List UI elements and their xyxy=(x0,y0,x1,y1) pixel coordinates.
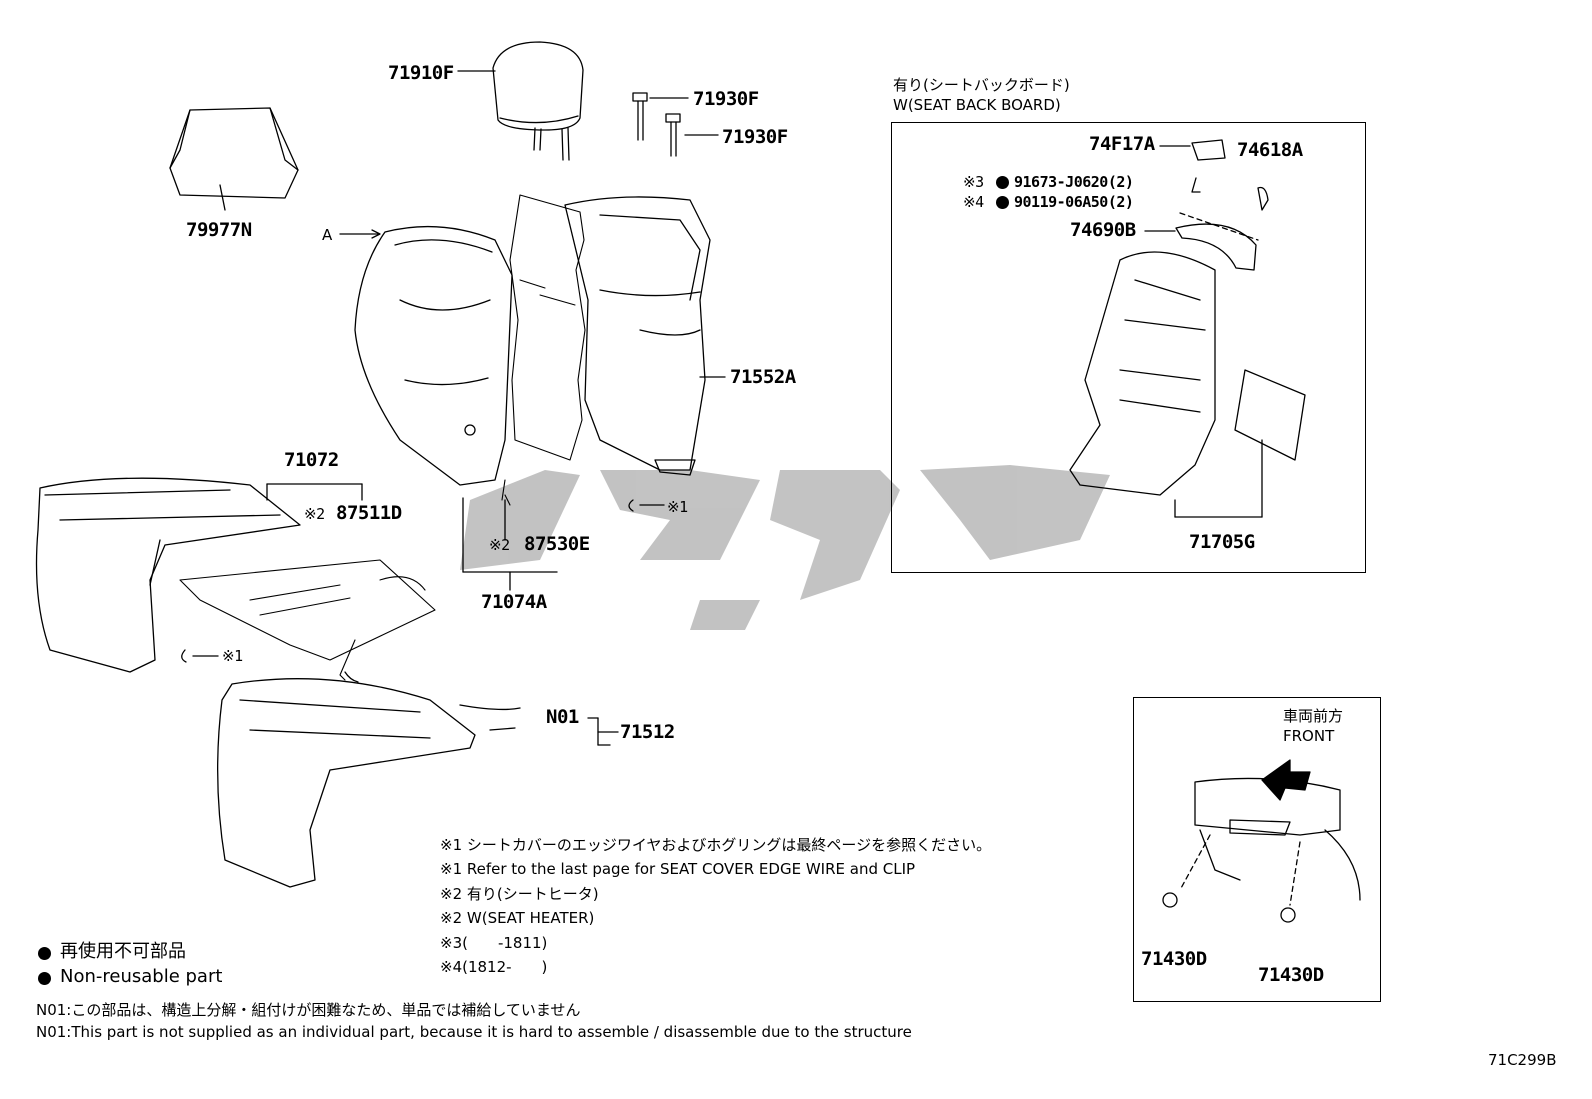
note-1-en: ※1 Refer to the last page for SEAT COVER… xyxy=(440,860,916,878)
seatback-pad-drawing xyxy=(564,196,726,476)
note-4: ※4(1812- ) xyxy=(440,958,548,976)
front-title-jp: 車両前方 xyxy=(1283,707,1344,725)
view-arrow-A: A xyxy=(322,226,333,244)
watermark-graphic xyxy=(460,465,1110,630)
ref-mark-1-back: ※1 xyxy=(667,498,688,516)
seat-cushion-cover-drawing xyxy=(35,477,363,673)
part-N01[interactable]: N01 xyxy=(546,706,579,728)
note-2-en: ※2 W(SEAT HEATER) xyxy=(440,909,595,927)
part-71930F-lower[interactable]: 71930F xyxy=(722,126,788,148)
seatback-cover-drawing xyxy=(339,225,513,486)
seatback-board-title-jp: 有り(シートバックボード) xyxy=(893,76,1070,94)
note-1-jp: ※1 シートカバーのエッジワイヤおよびホグリングは最終ページを参照ください。 xyxy=(440,836,992,854)
note-2-jp: ※2 有り(シートヒータ) xyxy=(440,885,599,903)
front-view-drawing xyxy=(1162,759,1361,923)
diagram-code: 71C299B xyxy=(1488,1051,1557,1069)
part-90119-06A50[interactable]: 90119-06A50(2) xyxy=(1014,193,1134,211)
ref-mark-4: ※4 xyxy=(963,193,984,211)
non-reusable-dot-4 xyxy=(996,196,1009,209)
part-74F17A[interactable]: 74F17A xyxy=(1089,133,1155,155)
part-71430D-left[interactable]: 71430D xyxy=(1141,948,1207,970)
bracket-lines xyxy=(462,497,558,591)
note-3: ※3( -1811) xyxy=(440,934,548,952)
front-view-box xyxy=(1133,697,1381,1002)
part-79977N[interactable]: 79977N xyxy=(186,219,252,241)
ref-mark-2-87511D: ※2 xyxy=(304,505,325,523)
seatback-frame-drawing xyxy=(501,194,586,506)
part-71072[interactable]: 71072 xyxy=(284,449,339,471)
part-71074A[interactable]: 71074A xyxy=(481,591,547,613)
headrest-drawing xyxy=(457,41,584,161)
part-87530E[interactable]: 87530E xyxy=(524,533,590,555)
seat-cushion-pad-drawing xyxy=(217,671,619,888)
part-91673-J0620[interactable]: 91673-J0620(2) xyxy=(1014,173,1134,191)
part-74690B[interactable]: 74690B xyxy=(1070,219,1136,241)
ref-mark-2-87530E: ※2 xyxy=(489,536,510,554)
part-74618A[interactable]: 74618A xyxy=(1237,139,1303,161)
seatback-board-drawing xyxy=(1069,139,1306,518)
part-71910F[interactable]: 71910F xyxy=(388,62,454,84)
n01-note-jp: N01:この部品は、構造上分解・組付けが困難なため、単品では補給していません xyxy=(36,1001,581,1019)
part-71552A[interactable]: 71552A xyxy=(730,366,796,388)
hog-ring-drawing xyxy=(181,499,665,663)
seat-heater-mesh-drawing xyxy=(179,559,436,681)
part-87511D[interactable]: 87511D xyxy=(336,502,402,524)
legend-dot-en xyxy=(38,972,51,985)
part-71512[interactable]: 71512 xyxy=(620,721,675,743)
n01-note-en: N01:This part is not supplied as an indi… xyxy=(36,1023,912,1041)
front-title-en: FRONT xyxy=(1283,727,1335,745)
legend-dot-jp xyxy=(38,947,51,960)
part-71430D-right[interactable]: 71430D xyxy=(1258,964,1324,986)
part-71705G[interactable]: 71705G xyxy=(1189,531,1255,553)
legend-jp: 再使用不可部品 xyxy=(60,941,186,962)
ref-mark-1-cushion: ※1 xyxy=(222,647,243,665)
part-71930F-upper[interactable]: 71930F xyxy=(693,88,759,110)
seatback-board-box xyxy=(891,122,1366,573)
non-reusable-dot-3 xyxy=(996,176,1009,189)
seatback-board-title-en: W(SEAT BACK BOARD) xyxy=(893,96,1061,114)
pad-drawing xyxy=(169,107,299,211)
legend-en: Non-reusable part xyxy=(60,966,223,987)
headrest-guides-drawing xyxy=(632,92,719,157)
ref-mark-3: ※3 xyxy=(963,173,984,191)
